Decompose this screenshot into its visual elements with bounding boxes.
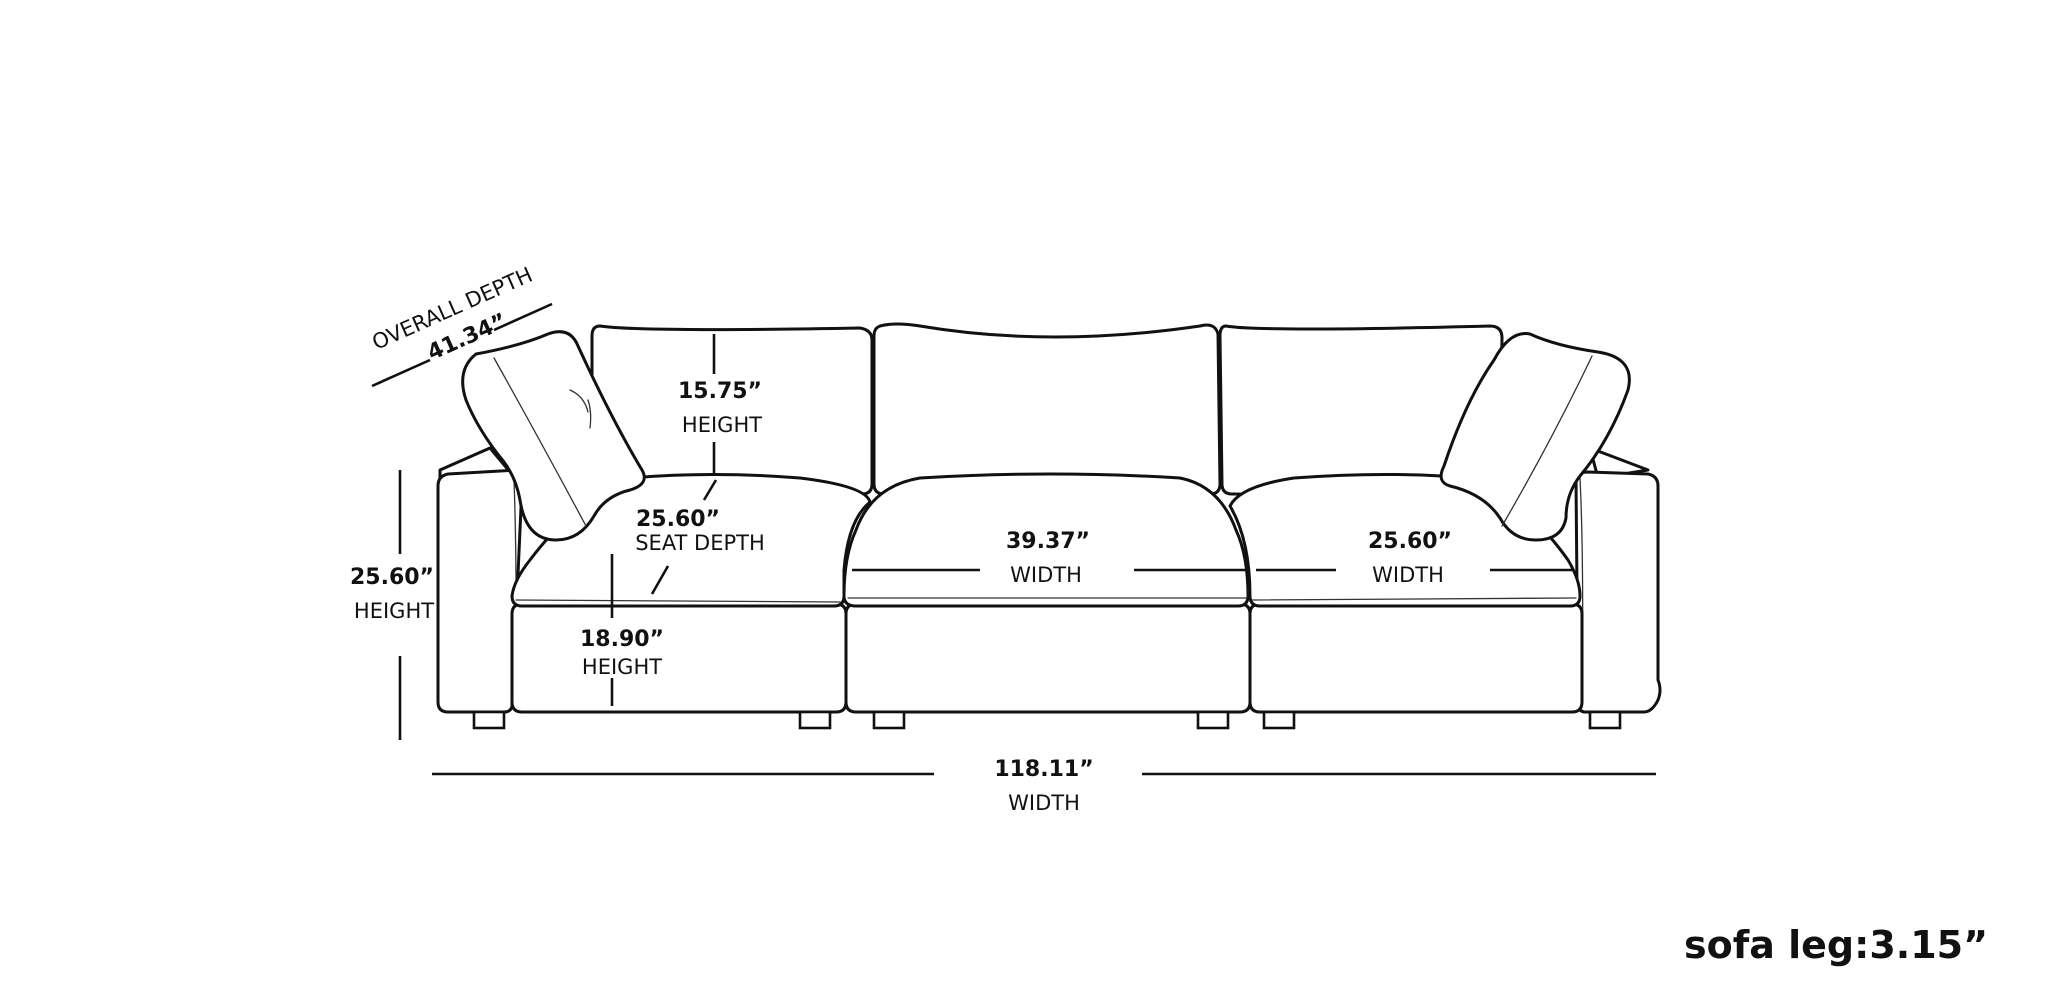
sofa-leg-note: sofa leg:3.15” xyxy=(1684,923,1988,967)
left-arm xyxy=(436,468,524,714)
pillow-left-seam xyxy=(493,357,587,527)
overall-width-label: WIDTH xyxy=(1008,791,1080,815)
overall-width-value: 118.11” xyxy=(994,757,1093,782)
back-height-label: HEIGHT xyxy=(682,413,762,437)
seat-height-label: HEIGHT xyxy=(582,655,662,679)
sofa-leg xyxy=(1262,710,1296,730)
seat-base-right xyxy=(1248,602,1584,714)
sofa-leg xyxy=(798,710,832,730)
seat-depth-line xyxy=(650,565,670,595)
overall-depth-line xyxy=(371,358,431,388)
middle-width-label: WIDTH xyxy=(1010,563,1082,587)
overall-depth-line xyxy=(493,302,553,332)
back-height-value: 15.75” xyxy=(678,379,762,404)
seat-cushion-left-welt xyxy=(515,599,841,603)
sofa-illustration xyxy=(436,322,1662,730)
seat-depth-value: 25.60” xyxy=(636,507,720,532)
side-width-label: WIDTH xyxy=(1372,563,1444,587)
seat-depth-line xyxy=(702,479,718,501)
pillow-right-seam xyxy=(1501,355,1593,527)
seat-cushion-middle xyxy=(842,472,1250,608)
sofa-leg xyxy=(472,710,506,730)
right-arm xyxy=(1574,470,1662,714)
pillow-right xyxy=(1439,332,1631,542)
back-cushion-middle xyxy=(872,322,1222,496)
pillow-left-crease xyxy=(569,389,592,429)
dimension-lines xyxy=(371,302,1656,776)
overall-height-value: 25.60” xyxy=(350,565,434,590)
seat-height-value: 18.90” xyxy=(580,627,664,652)
side-width-value: 25.60” xyxy=(1368,529,1452,554)
middle-width-value: 39.37” xyxy=(1006,529,1090,554)
seat-depth-label: SEAT DEPTH xyxy=(635,531,765,555)
sofa-leg xyxy=(1196,710,1230,730)
seat-cushion-right-welt xyxy=(1251,597,1577,601)
sofa-leg xyxy=(1588,710,1622,730)
seat-base-left xyxy=(510,602,848,714)
overall-height-label: HEIGHT xyxy=(354,599,434,623)
seat-base-middle xyxy=(844,602,1252,714)
sofa-leg xyxy=(872,710,906,730)
